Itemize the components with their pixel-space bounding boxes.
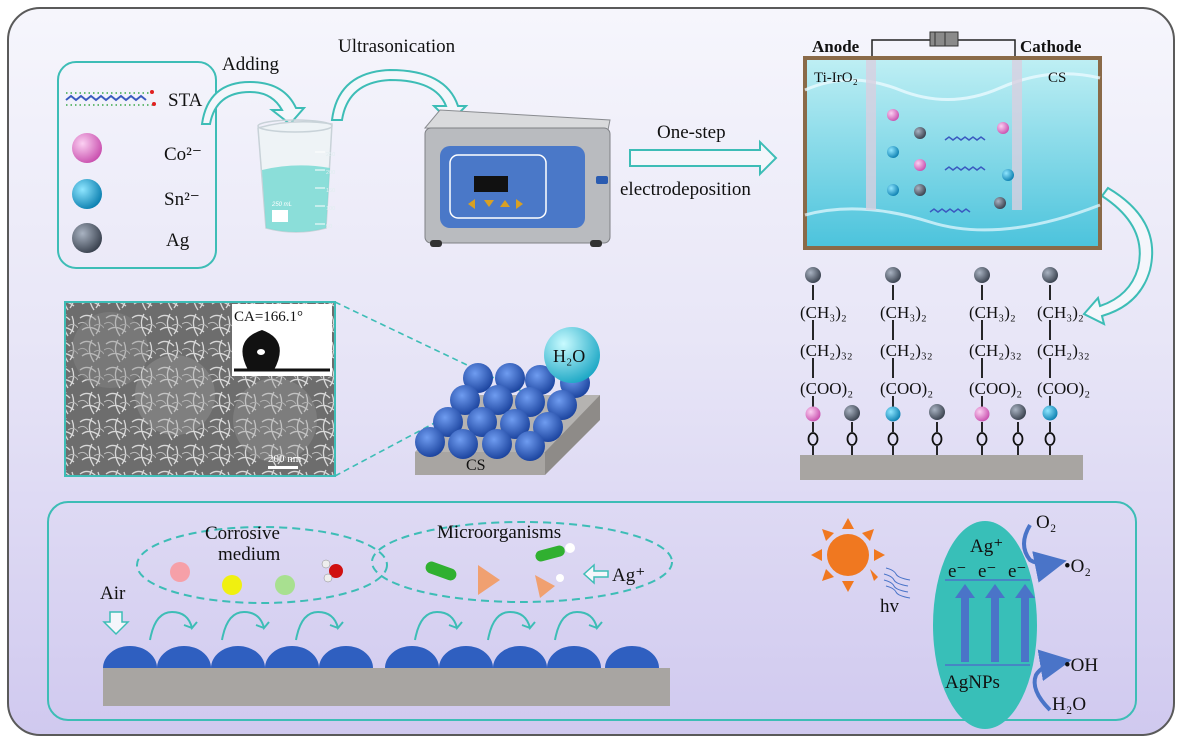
- agnp-particle: [933, 521, 1037, 729]
- corrosive-label-line1: Corrosive: [205, 523, 280, 544]
- tin-ion-ball-icon: [72, 179, 102, 209]
- chain-ch3-label: (CH₃)₂: [800, 303, 847, 322]
- coated-substrate: [415, 327, 600, 475]
- beaker-volume-label: 250 mL: [271, 202, 292, 208]
- water-droplet-sphere: [544, 327, 600, 383]
- step-label-adding: Adding: [222, 54, 280, 75]
- chain-ch2-label: (CH₂)₃₂: [969, 341, 1022, 360]
- chain-coo-label: (COO)₂: [880, 379, 933, 398]
- substrate: [800, 455, 1083, 480]
- cell-to-chains-arrow-icon: [1082, 186, 1154, 326]
- bounce-arrows: [149, 610, 603, 641]
- ag-ion-label: Ag⁺: [612, 565, 645, 586]
- coating-domes: [103, 646, 659, 668]
- cobalt-ion-ball-icon: [72, 133, 102, 163]
- chloride-particle-icon: [170, 562, 190, 582]
- legend-label-ag: Ag: [166, 230, 190, 251]
- band-lines: [945, 579, 1030, 666]
- chain-ch2-label: (CH₂)₃₂: [800, 341, 853, 360]
- ag-ion-arrow-icon: [582, 563, 609, 585]
- chain-ch3-label: (CH₃)₂: [969, 303, 1016, 322]
- electron-label: e⁻: [1008, 561, 1026, 582]
- water-product-label: H₂O: [1052, 694, 1086, 715]
- microorganisms-region: [371, 521, 673, 603]
- sulfur-particle-icon: [222, 575, 242, 595]
- light-waves-icon: [883, 567, 911, 599]
- sta-molecule-icon: [65, 90, 156, 106]
- power-supply-icon: [929, 31, 959, 47]
- water-molecule-icon: [321, 559, 343, 583]
- step-label-one-step: One-step: [657, 122, 726, 143]
- oxygen-label: O₂: [1036, 512, 1056, 533]
- corrosive-medium-region: [136, 526, 388, 604]
- legend-label-co: Co²⁻: [164, 144, 202, 165]
- light-label: hv: [880, 596, 900, 617]
- sem-image: CA=166.1° 200 nm: [64, 301, 336, 477]
- corrosive-label-line2: medium: [218, 544, 280, 565]
- anode-electrode: [866, 60, 876, 210]
- chain-ch3-label: (CH₃)₂: [880, 303, 927, 322]
- contact-angle-value: CA=166.1°: [234, 309, 303, 325]
- electron-label: e⁻: [948, 561, 966, 582]
- chain-ch2-label: (CH₂)₃₂: [880, 341, 933, 360]
- substrate-label: CS: [466, 457, 486, 474]
- air-label: Air: [100, 583, 126, 604]
- water-label: H₂O: [553, 346, 585, 366]
- beaker-scale-250: 250: [326, 152, 335, 158]
- electron-label: e⁻: [978, 561, 996, 582]
- beaker-scale-200: 200: [326, 170, 335, 176]
- scale-bar: [268, 466, 298, 469]
- superoxide-label: •O₂: [1064, 556, 1091, 577]
- legend-label-sn: Sn²⁻: [164, 189, 200, 210]
- chain-coo-label: (COO)₂: [800, 379, 853, 398]
- beaker-scale-100: 100: [326, 206, 335, 212]
- agnp-ag-ion-label: Ag⁺: [970, 536, 1003, 557]
- agnp-label: AgNPs: [945, 672, 1000, 693]
- chain-coo-label: (COO)₂: [969, 379, 1022, 398]
- cathode-electrode: [1012, 60, 1022, 210]
- cathode-label: Cathode: [1020, 37, 1082, 56]
- beaker-icon: 250 mL 250 200 150 100 50: [257, 119, 335, 233]
- beaker-scale-150: 150: [326, 188, 335, 194]
- sun-icon: [811, 518, 885, 592]
- molecular-chains: [800, 267, 1083, 480]
- electrodeposition-arrow-icon: [629, 139, 778, 177]
- chain-ch3-label: (CH₃)₂: [1037, 303, 1084, 322]
- legend-box: STA Co²⁻ Sn²⁻ Ag: [57, 61, 217, 269]
- excitation-arrows: [955, 584, 1035, 662]
- chain-coo-label: (COO)₂: [1037, 379, 1090, 398]
- ultrasonic-bath-icon: [423, 109, 611, 247]
- silver-ball-icon: [72, 223, 102, 253]
- scale-bar-label: 200 nm: [268, 453, 302, 465]
- microorganisms-label: Microorganisms: [437, 522, 561, 543]
- air-arrow-icon: [102, 611, 130, 636]
- hydroxyl-label: •OH: [1064, 655, 1098, 676]
- cathode-material-label: CS: [1048, 70, 1066, 86]
- curved-arrows-top: [200, 68, 1154, 326]
- legend-label-sta: STA: [168, 90, 203, 111]
- oxidation-arrow-icon: [1032, 649, 1072, 712]
- beaker-scale-50: 50: [326, 224, 332, 230]
- chain-ch2-label: (CH₂)₃₂: [1037, 341, 1090, 360]
- ion-particle-icon: [275, 575, 295, 595]
- bottom-substrate: [103, 668, 670, 706]
- reduction-arrow-icon: [1022, 523, 1067, 583]
- bottom-panel: [47, 501, 1137, 721]
- anode-label: Anode: [812, 37, 860, 56]
- step-label-ultrasonication: Ultrasonication: [338, 36, 456, 57]
- anode-material-label: Ti-IrO₂: [814, 70, 858, 86]
- electrolytic-cell: [803, 31, 1102, 250]
- step-label-electrodeposition: electrodeposition: [620, 179, 751, 200]
- bacteria-icons: [425, 543, 575, 598]
